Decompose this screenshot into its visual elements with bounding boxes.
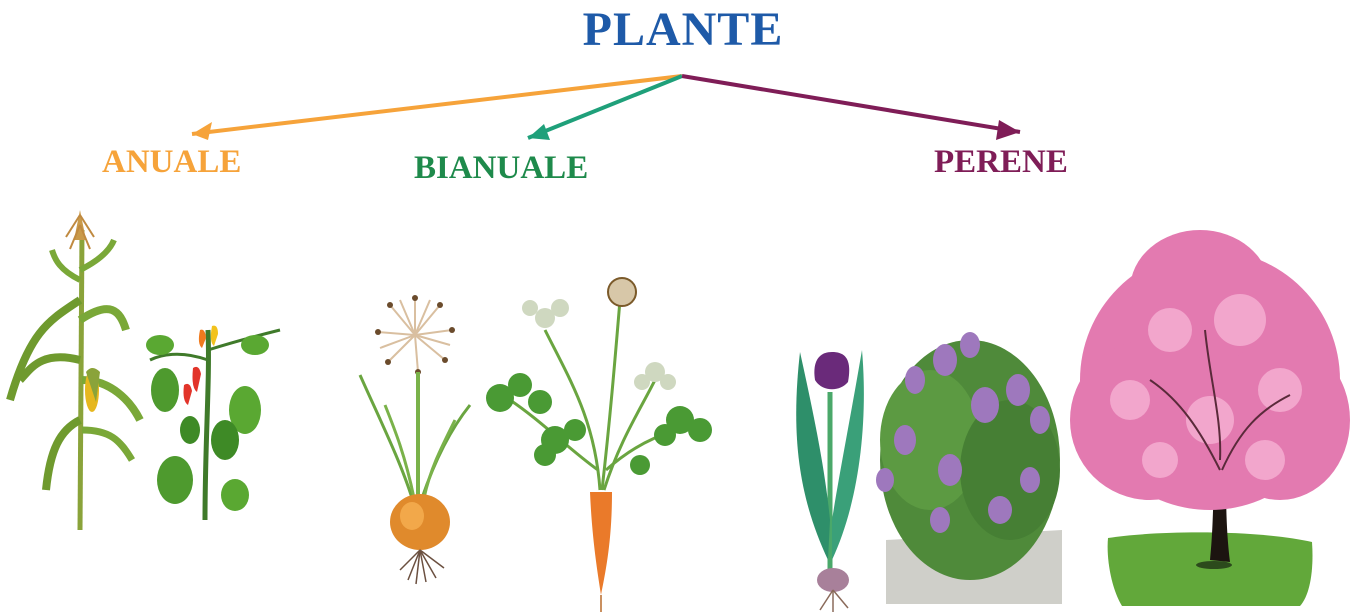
tulip-plant-icon: [796, 350, 864, 612]
flowering-tree-icon: [1070, 230, 1350, 606]
lilac-bush-icon: [876, 332, 1062, 604]
carrot-plant-icon: [486, 278, 712, 612]
pepper-plant-icon: [146, 326, 280, 520]
onion-plant-icon: [360, 295, 470, 584]
corn-plant-icon: [10, 210, 140, 530]
